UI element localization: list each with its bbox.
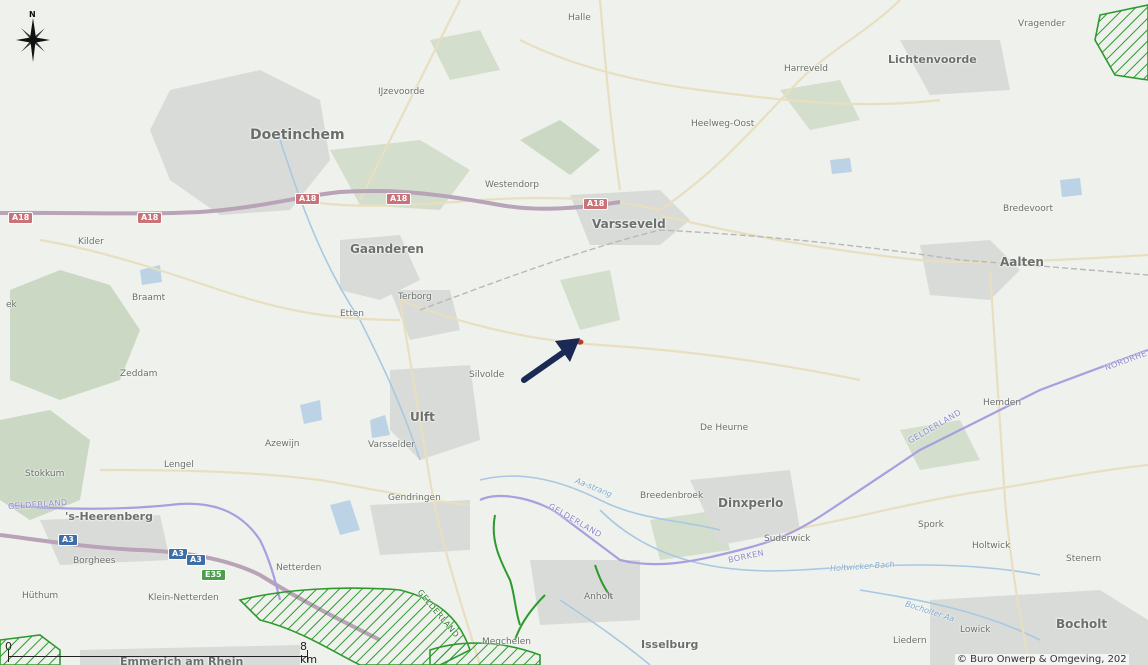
road-shield-a3: A3 <box>186 554 206 566</box>
place-label: ek <box>6 300 17 310</box>
place-label: De Heurne <box>700 423 749 433</box>
forest-areas <box>0 30 980 560</box>
place-label: Lichtenvoorde <box>888 53 977 66</box>
place-label: Holtwick <box>972 541 1011 551</box>
place-label: Lengel <box>164 460 194 470</box>
place-label: Dinxperlo <box>718 496 784 510</box>
place-label: Doetinchem <box>250 127 345 143</box>
place-label: Suderwick <box>764 534 811 544</box>
road-shield-a18: A18 <box>137 212 163 224</box>
place-label: Heelweg-Oost <box>691 119 755 129</box>
place-label: Braamt <box>132 293 166 303</box>
place-label: Liedern <box>893 636 927 646</box>
place-label: Halle <box>568 13 591 23</box>
place-label: Westendorp <box>485 180 539 190</box>
place-label: Stenern <box>1066 554 1102 564</box>
place-label: Megchelen <box>482 637 531 647</box>
place-label: Stokkum <box>25 469 65 479</box>
road-shield-a18: A18 <box>8 212 34 224</box>
scale-start-label: 0 <box>5 640 12 653</box>
place-label: Klein-Netterden <box>148 593 219 603</box>
urban-areas <box>40 40 1148 665</box>
place-label: Silvolde <box>469 370 505 380</box>
minor-roads <box>39 0 1148 665</box>
north-arrow: N <box>16 10 50 62</box>
place-label: Hüthum <box>22 591 59 601</box>
place-label: IJzevoorde <box>378 87 425 97</box>
place-label: Breedenbroek <box>640 491 704 501</box>
province-border <box>9 348 1148 601</box>
place-label: Isselburg <box>641 638 699 651</box>
place-label: Gendringen <box>388 493 441 503</box>
road-shield-a18: A18 <box>386 193 412 205</box>
place-label: Aalten <box>1000 255 1044 269</box>
road-shield-a3: A3 <box>168 548 188 560</box>
road-shield-a18: A18 <box>583 198 609 210</box>
place-label: Borghees <box>73 556 116 566</box>
place-label: Varsselder <box>368 440 416 450</box>
place-label: Lowick <box>960 625 991 635</box>
site-arrow <box>521 338 580 383</box>
scale-line <box>8 656 308 657</box>
place-label: Emmerich am Rhein <box>120 655 244 665</box>
place-label: Ulft <box>410 410 435 424</box>
scale-end-label: 8 km <box>300 640 318 665</box>
natura2000-streams <box>492 514 613 641</box>
place-label: Varsseveld <box>592 217 666 231</box>
place-label: Vragender <box>1018 19 1066 29</box>
place-label: Bredevoort <box>1003 204 1054 214</box>
place-label: Bocholt <box>1056 617 1108 631</box>
place-label: Netterden <box>276 563 322 573</box>
place-label: Zeddam <box>120 369 158 379</box>
place-label: 's-Heerenberg <box>65 510 153 523</box>
north-label: N <box>29 10 36 19</box>
place-label: Anholt <box>584 592 614 602</box>
place-label: Etten <box>340 309 364 319</box>
compass-icon <box>16 18 50 62</box>
scale-bar: 0 8 km <box>5 640 317 665</box>
railway <box>419 229 1148 311</box>
place-label: Kilder <box>78 237 104 247</box>
copyright-notice: © Buro Onwerp & Omgeving, 202 <box>955 654 1129 665</box>
place-label: Terborg <box>398 292 432 302</box>
place-label: Spork <box>918 520 944 530</box>
scale-tick <box>307 650 308 662</box>
road-shield-a18: A18 <box>295 193 321 205</box>
natura2000-areas <box>0 4 1148 665</box>
scale-tick <box>8 650 9 662</box>
place-label: Hemden <box>983 398 1022 408</box>
place-label: Gaanderen <box>350 242 424 256</box>
place-label: Harreveld <box>784 64 828 74</box>
road-shield-e35: E35 <box>201 569 226 581</box>
road-shield-a3: A3 <box>58 534 78 546</box>
place-label: Azewijn <box>265 439 300 449</box>
water-bodies <box>140 158 1082 535</box>
